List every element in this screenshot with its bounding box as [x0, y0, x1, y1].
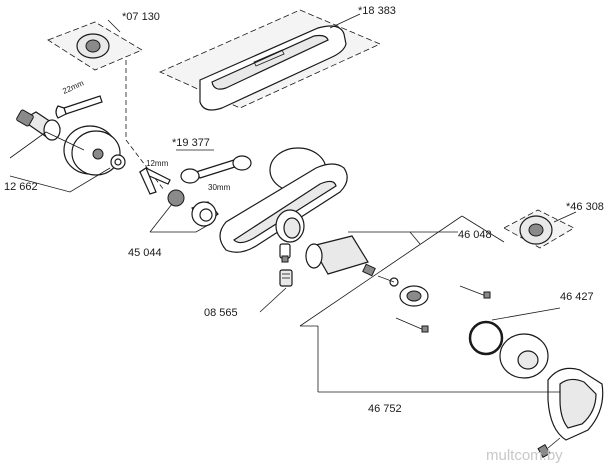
part-46752-leaders — [299, 215, 560, 393]
label-12662: 12 662 — [4, 181, 38, 193]
spanner-small-size: 22mm — [61, 78, 85, 95]
part-46048-cartridge — [305, 231, 458, 287]
part-45044-group — [149, 189, 219, 233]
hex-key-size: 12mm — [146, 159, 169, 168]
label-45044: 45 044 — [128, 247, 162, 259]
bushing-and-screws — [395, 285, 491, 333]
label-07130: *07 130 — [122, 11, 160, 23]
label-46308: *46 308 — [566, 201, 604, 213]
label-46752: 46 752 — [368, 403, 402, 415]
label-08565: 08 565 — [204, 307, 238, 319]
spanner-22mm-icon: 22mm — [55, 78, 103, 119]
label-19377: *19 377 — [172, 137, 210, 149]
part-12662-group — [9, 109, 126, 193]
hex-key-12mm-icon: 12mm — [138, 159, 171, 195]
part-07130-frame — [47, 19, 143, 71]
label-46048: 46 048 — [458, 229, 492, 241]
part-46308-frame — [503, 209, 577, 249]
watermark: multcom.by — [486, 447, 563, 464]
mixer-body — [219, 147, 348, 263]
part-08565-fitting — [259, 269, 293, 313]
spanner-large-size: 30mm — [208, 183, 231, 192]
part-46427-group — [468, 307, 561, 379]
label-18383: *18 383 — [358, 5, 396, 17]
label-46427: 46 427 — [560, 291, 594, 303]
part-46752-lever — [537, 367, 604, 459]
part-18383-shelf-frame — [159, 9, 381, 111]
spanner-30mm-icon: 30mm — [176, 149, 252, 192]
